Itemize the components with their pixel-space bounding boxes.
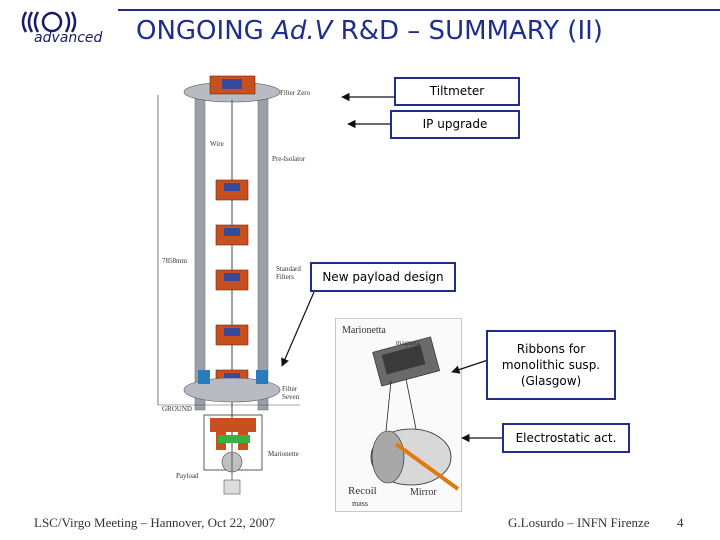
label-filter-zero: Filter Zero: [280, 89, 311, 97]
label-ground: GROUND: [162, 405, 192, 413]
payload-inset-image: Marionetta magnets Recoil mass Mirror: [335, 318, 462, 512]
label-height: 7858mm: [162, 257, 187, 265]
inset-label-marionetta: Marionetta: [342, 325, 386, 336]
advanced-virgo-logo: [21, 11, 77, 33]
page-number: 4: [677, 515, 684, 530]
logo-text: advanced: [34, 30, 103, 46]
slide-title: ONGOING Ad.V R&D – SUMMARY (II): [136, 16, 603, 46]
ribbons-line-2: monolithic susp.: [501, 357, 601, 372]
callout-electrostatic-actuation: Electrostatic act.: [502, 423, 630, 453]
label-payload: Payload: [176, 472, 199, 480]
label-marionette: Marionette: [268, 450, 299, 458]
title-emphasis: Ad.V: [272, 16, 333, 46]
ribbons-line-3: (Glasgow): [520, 374, 582, 389]
payload-drawing: [370, 336, 460, 491]
title-rule: [118, 9, 720, 11]
inset-label-mass: mass: [352, 499, 368, 508]
callout-ip-upgrade: IP upgrade: [390, 110, 520, 139]
callout-new-payload-design: New payload design: [310, 262, 456, 292]
label-standard-filters: Standard Filters: [276, 265, 301, 281]
label-pre-isolator: Pre-Isolator: [272, 155, 306, 163]
title-suffix: R&D – SUMMARY (II): [332, 16, 603, 46]
inset-label-recoil: Recoil: [348, 485, 377, 497]
footer-meeting: LSC/Virgo Meeting – Hannover, Oct 22, 20…: [34, 515, 276, 530]
title-prefix: ONGOING: [136, 16, 273, 46]
footer-author: G.Losurdo – INFN Firenze: [508, 515, 650, 530]
callout-ribbons: Ribbons for monolithic susp. (Glasgow): [486, 330, 616, 400]
inset-label-mirror: Mirror: [410, 487, 437, 498]
ribbons-line-1: Ribbons for: [516, 341, 586, 356]
callout-tiltmeter: Tiltmeter: [394, 77, 520, 106]
label-filter-seven: Filter Seven: [282, 385, 300, 401]
label-wire: Wire: [210, 140, 224, 148]
superattenuator-diagram: [157, 75, 300, 495]
inset-label-magnets: magnets: [396, 339, 420, 347]
